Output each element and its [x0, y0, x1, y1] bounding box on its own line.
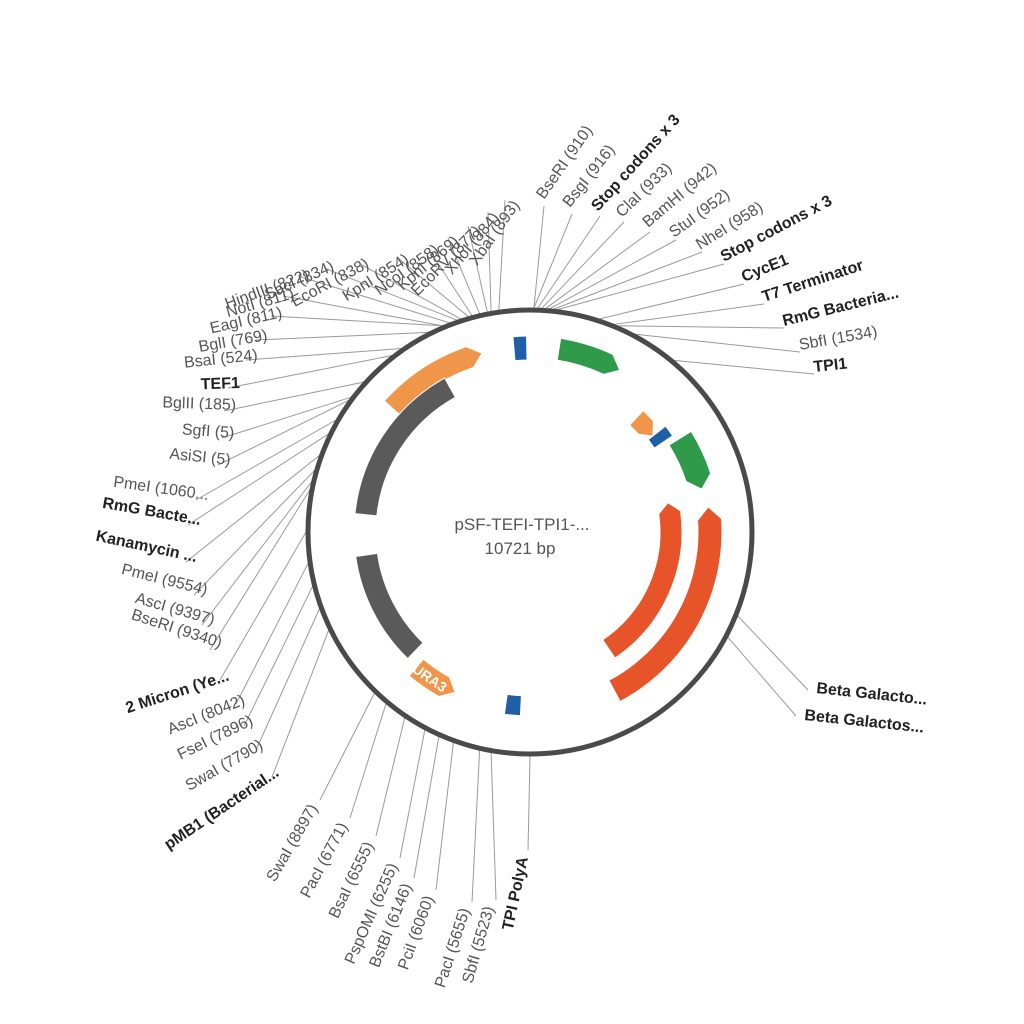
leader-line [187, 433, 329, 526]
feature-label-beta-galacto: Beta Galacto... [816, 680, 928, 709]
leader-line [270, 315, 443, 327]
leader-line [359, 263, 462, 320]
leader-line [490, 752, 497, 901]
feature-cyce1-small [628, 409, 654, 437]
leader-line [427, 247, 473, 316]
feature-kanamycin [354, 377, 457, 517]
feature-rmg-bacterial-term [556, 337, 621, 375]
leader-line [245, 348, 402, 361]
leader-line [527, 755, 531, 851]
site-label-cyce1: CycE1 [739, 252, 791, 286]
site-label-pmb1-bacterial: pMB1 (Bacterial... [161, 764, 282, 853]
leader-line [498, 199, 506, 311]
leader-line [397, 257, 469, 318]
leader-line [635, 333, 801, 353]
leader-line [319, 692, 375, 801]
feature-arcs: URA3 [354, 335, 723, 717]
site-label-tpi1: TPI1 [813, 356, 848, 376]
leader-line [255, 331, 429, 341]
site-label-sbfi-1534: SbfI (1534) [798, 323, 879, 353]
leader-line [467, 225, 488, 313]
leader-line [447, 237, 481, 314]
site-label-bsai-524: BsaI (524) [183, 347, 258, 372]
site-label-bglii-185: BglII (185) [162, 394, 236, 414]
leader-line [185, 454, 320, 563]
leader-line [533, 213, 573, 309]
feature-label-beta-galactos: Beta Galactos... [804, 707, 925, 736]
leader-line [227, 354, 393, 389]
leader-line [399, 729, 426, 859]
plasmid-name: pSF-TEFI-TPI1-... [454, 515, 589, 534]
leader-line [673, 359, 815, 375]
leader-line [282, 295, 443, 327]
feature-beta-galactosidase-inner [602, 502, 683, 659]
site-label-tpi-polya: TPI PolyA [500, 855, 532, 932]
leader-line [235, 562, 309, 705]
feature-beta-galactosidase-outer [608, 506, 723, 703]
leader-line [471, 750, 481, 903]
leader-line [545, 231, 651, 309]
leader-line [537, 215, 601, 309]
leader-line [599, 283, 745, 320]
leader-line [221, 396, 352, 439]
leader-line [193, 469, 316, 596]
leader-lines [185, 199, 815, 903]
leader-line [557, 263, 725, 311]
feature-tpi1 [668, 430, 712, 490]
leader-line [533, 205, 545, 309]
leader-line [217, 399, 350, 466]
leader-line [737, 615, 809, 691]
site-label-kanamycin: Kanamycin ... [94, 528, 198, 566]
leader-line [219, 531, 307, 681]
site-label-tef1: TEF1 [200, 375, 240, 393]
plasmid-backbone [305, 307, 755, 757]
leader-line [209, 488, 311, 651]
feature-marker-bottom [503, 693, 522, 717]
leader-line [323, 267, 458, 321]
leader-line [553, 251, 703, 310]
leader-line [435, 742, 454, 891]
leader-line [201, 481, 313, 626]
leader-line [297, 275, 450, 324]
leader-line [541, 221, 625, 309]
leader-line [349, 703, 387, 819]
leader-line [375, 717, 406, 837]
site-label-sgfi-5: SgfI (5) [181, 421, 235, 442]
leader-line [195, 419, 337, 501]
leader-line [727, 636, 797, 717]
plasmid-size: 10721 bp [485, 539, 556, 558]
leader-line [613, 303, 765, 325]
site-label-asisi-5: AsiSI (5) [169, 446, 232, 469]
leader-line [549, 239, 677, 310]
feature-marker-right [647, 425, 674, 449]
feature-2-micron [355, 552, 424, 660]
site-label-pmei-9554: PmeI (9554) [120, 561, 210, 599]
leader-line [243, 585, 314, 727]
leader-line [271, 630, 330, 778]
leader-line [487, 211, 492, 312]
feature-marker-top [512, 335, 528, 362]
leader-line [617, 325, 785, 329]
leader-line [413, 736, 440, 879]
leader-line [223, 381, 364, 412]
leader-line [255, 608, 320, 751]
feature-ura3 [408, 658, 456, 697]
